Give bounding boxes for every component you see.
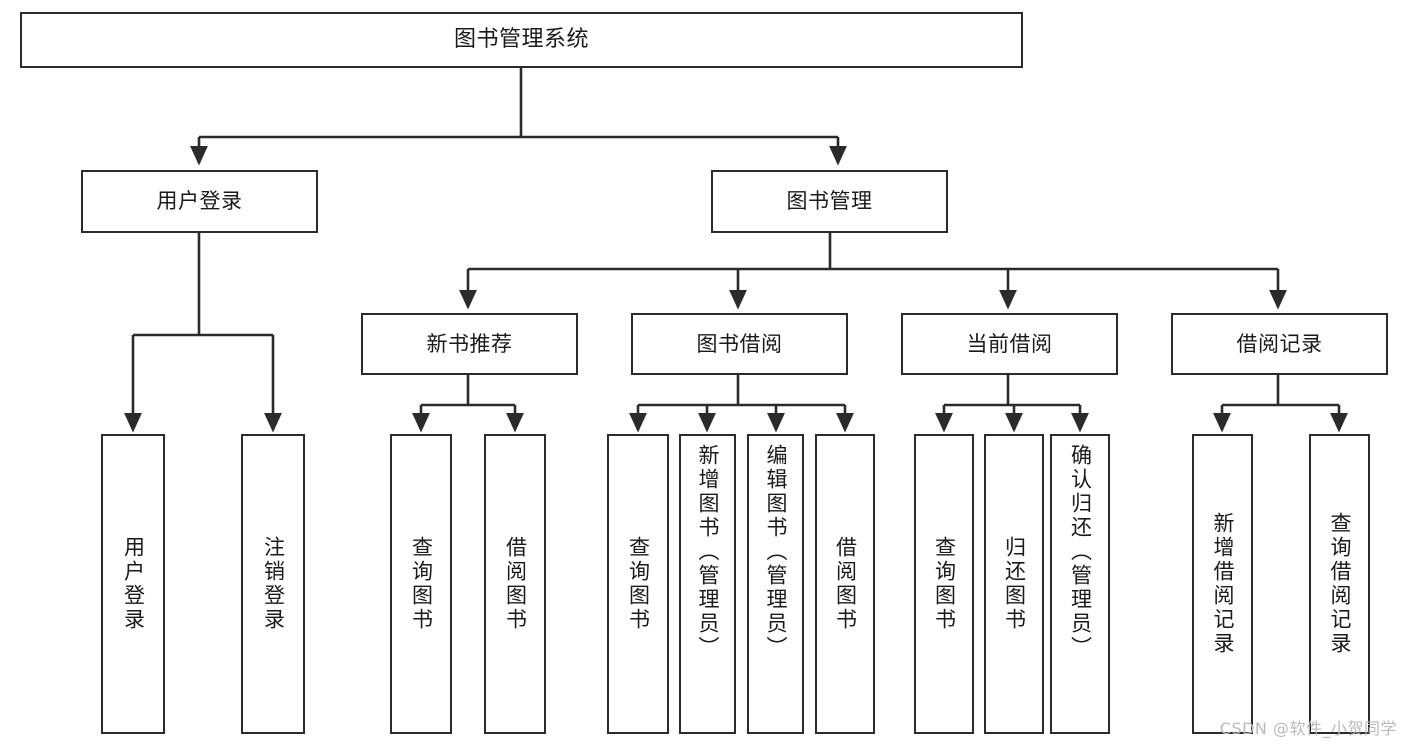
csdn-watermark: CSDN @软件_小贺同学 [1219,719,1397,738]
node-leaf-borrow-book-1[interactable]: 借阅图书 [484,434,546,734]
node-leaf-logout-login[interactable]: 注销登录 [241,434,305,734]
node-book-borrow[interactable]: 图书借阅 [631,313,848,375]
node-label: 新增图书（管理员） [696,444,720,660]
node-leaf-query-book-1[interactable]: 查询图书 [390,434,452,734]
node-leaf-add-record[interactable]: 新增借阅记录 [1192,434,1253,734]
node-label: 图书管理 [786,189,873,214]
node-label: 借阅记录 [1236,331,1323,356]
node-label: 用户登录 [121,536,146,632]
node-label: 编辑图书（管理员） [764,444,788,660]
node-label: 新增借阅记录 [1211,512,1235,656]
node-root-system[interactable]: 图书管理系统 [20,12,1023,68]
node-borrow-record[interactable]: 借阅记录 [1171,313,1388,375]
node-leaf-borrow-book-2[interactable]: 借阅图书 [815,434,875,734]
node-label: 归还图书 [1002,536,1027,632]
node-label: 借阅图书 [503,536,528,632]
node-leaf-query-book-2[interactable]: 查询图书 [607,434,669,734]
node-leaf-add-book[interactable]: 新增图书（管理员） [679,434,736,734]
node-label: 确认归还（管理员） [1068,444,1093,660]
node-leaf-confirm-return[interactable]: 确认归还（管理员） [1050,434,1110,734]
node-label: 当前借阅 [966,331,1053,356]
node-leaf-query-book-3[interactable]: 查询图书 [914,434,974,734]
node-leaf-edit-book[interactable]: 编辑图书（管理员） [747,434,804,734]
node-label: 查询图书 [932,536,957,632]
node-new-book-recommend[interactable]: 新书推荐 [361,313,578,375]
node-label: 新书推荐 [426,331,513,356]
node-label: 查询图书 [626,536,651,632]
node-leaf-query-record[interactable]: 查询借阅记录 [1309,434,1370,734]
node-label: 用户登录 [156,189,243,214]
node-label: 图书借阅 [696,331,783,356]
node-current-borrow[interactable]: 当前借阅 [901,313,1118,375]
node-label: 借阅图书 [833,536,858,632]
node-book-manage[interactable]: 图书管理 [711,170,948,233]
node-label: 查询借阅记录 [1328,512,1352,656]
node-label: 查询图书 [409,536,434,632]
node-user-login[interactable]: 用户登录 [81,170,318,233]
node-label: 图书管理系统 [453,27,589,53]
node-leaf-return-book[interactable]: 归还图书 [984,434,1044,734]
node-label: 注销登录 [261,536,286,632]
node-leaf-user-login[interactable]: 用户登录 [101,434,165,734]
